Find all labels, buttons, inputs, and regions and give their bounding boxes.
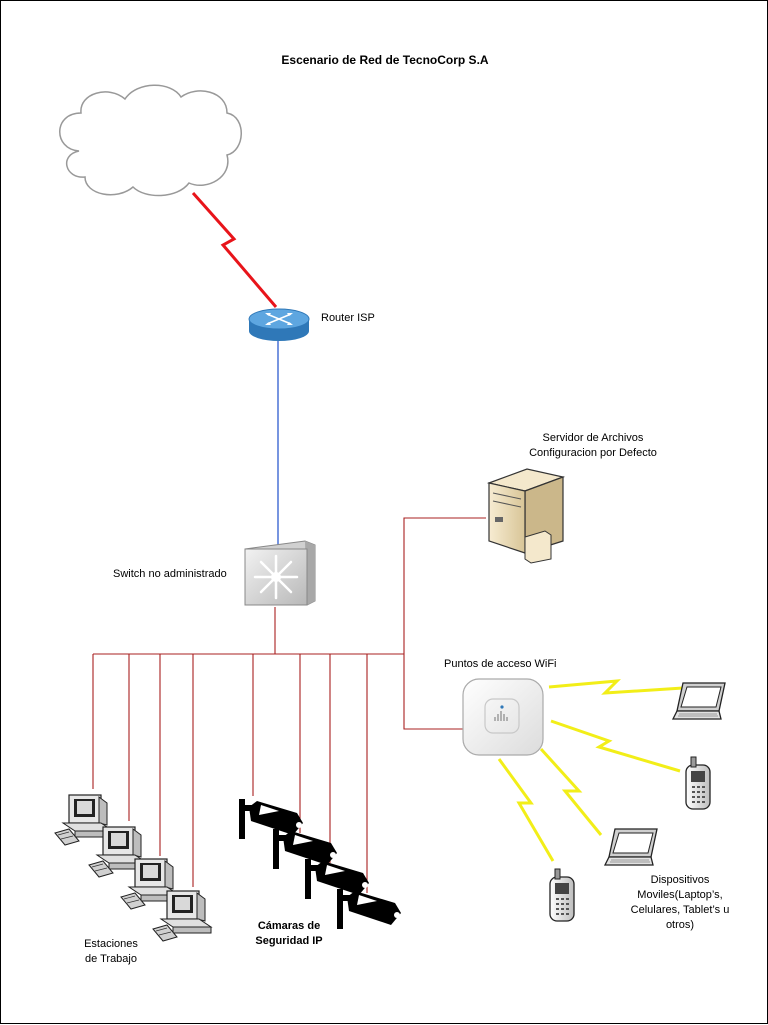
cameras-label: Cámaras de Seguridad IP (239, 919, 339, 949)
mobile-label-line3: Celulares, Tablet’s u (630, 904, 730, 916)
server-icon (486, 468, 566, 564)
switch-icon (244, 540, 316, 606)
switch-label: Switch no administrado (113, 568, 227, 580)
cellphone-icon (549, 868, 575, 922)
router-icon (248, 308, 310, 341)
lightning-wireless-icon (497, 679, 684, 862)
router-label: Router ISP (321, 312, 375, 324)
cloud-icon (59, 84, 242, 197)
wan-link (191, 192, 278, 308)
workstations-label: Estaciones de Trabajo (61, 937, 161, 967)
server-label-line1: Servidor de Archivos (542, 432, 644, 444)
cellphone-icon (685, 756, 711, 810)
workstations-label-line1: Estaciones (84, 938, 138, 950)
cameras-label-line1: Cámaras de (257, 920, 321, 932)
cameras-label-line2: Seguridad IP (255, 935, 323, 947)
access-point-label: Puntos de acceso WiFi (444, 658, 557, 670)
mobile-devices-label: Dispositivos Moviles(Laptop’s, Celulares… (613, 873, 747, 933)
access-point-icon (462, 678, 544, 756)
ip-camera-icon (337, 889, 401, 929)
mobile-label-line1: Dispositivos (650, 874, 710, 886)
workstations-label-line2: de Trabajo (85, 953, 137, 965)
server-label-line2: Configuracion por Defecto (529, 447, 657, 459)
mobile-label-line2: Moviles(Laptop’s, (637, 889, 723, 901)
laptop-icon (604, 828, 658, 866)
lan-links (92, 517, 486, 893)
server-label: Servidor de Archivos Configuracion por D… (503, 431, 683, 461)
diagram-title: Escenario de Red de TecnoCorp S.A (281, 53, 489, 67)
mobile-label-line4: otros) (665, 919, 695, 931)
